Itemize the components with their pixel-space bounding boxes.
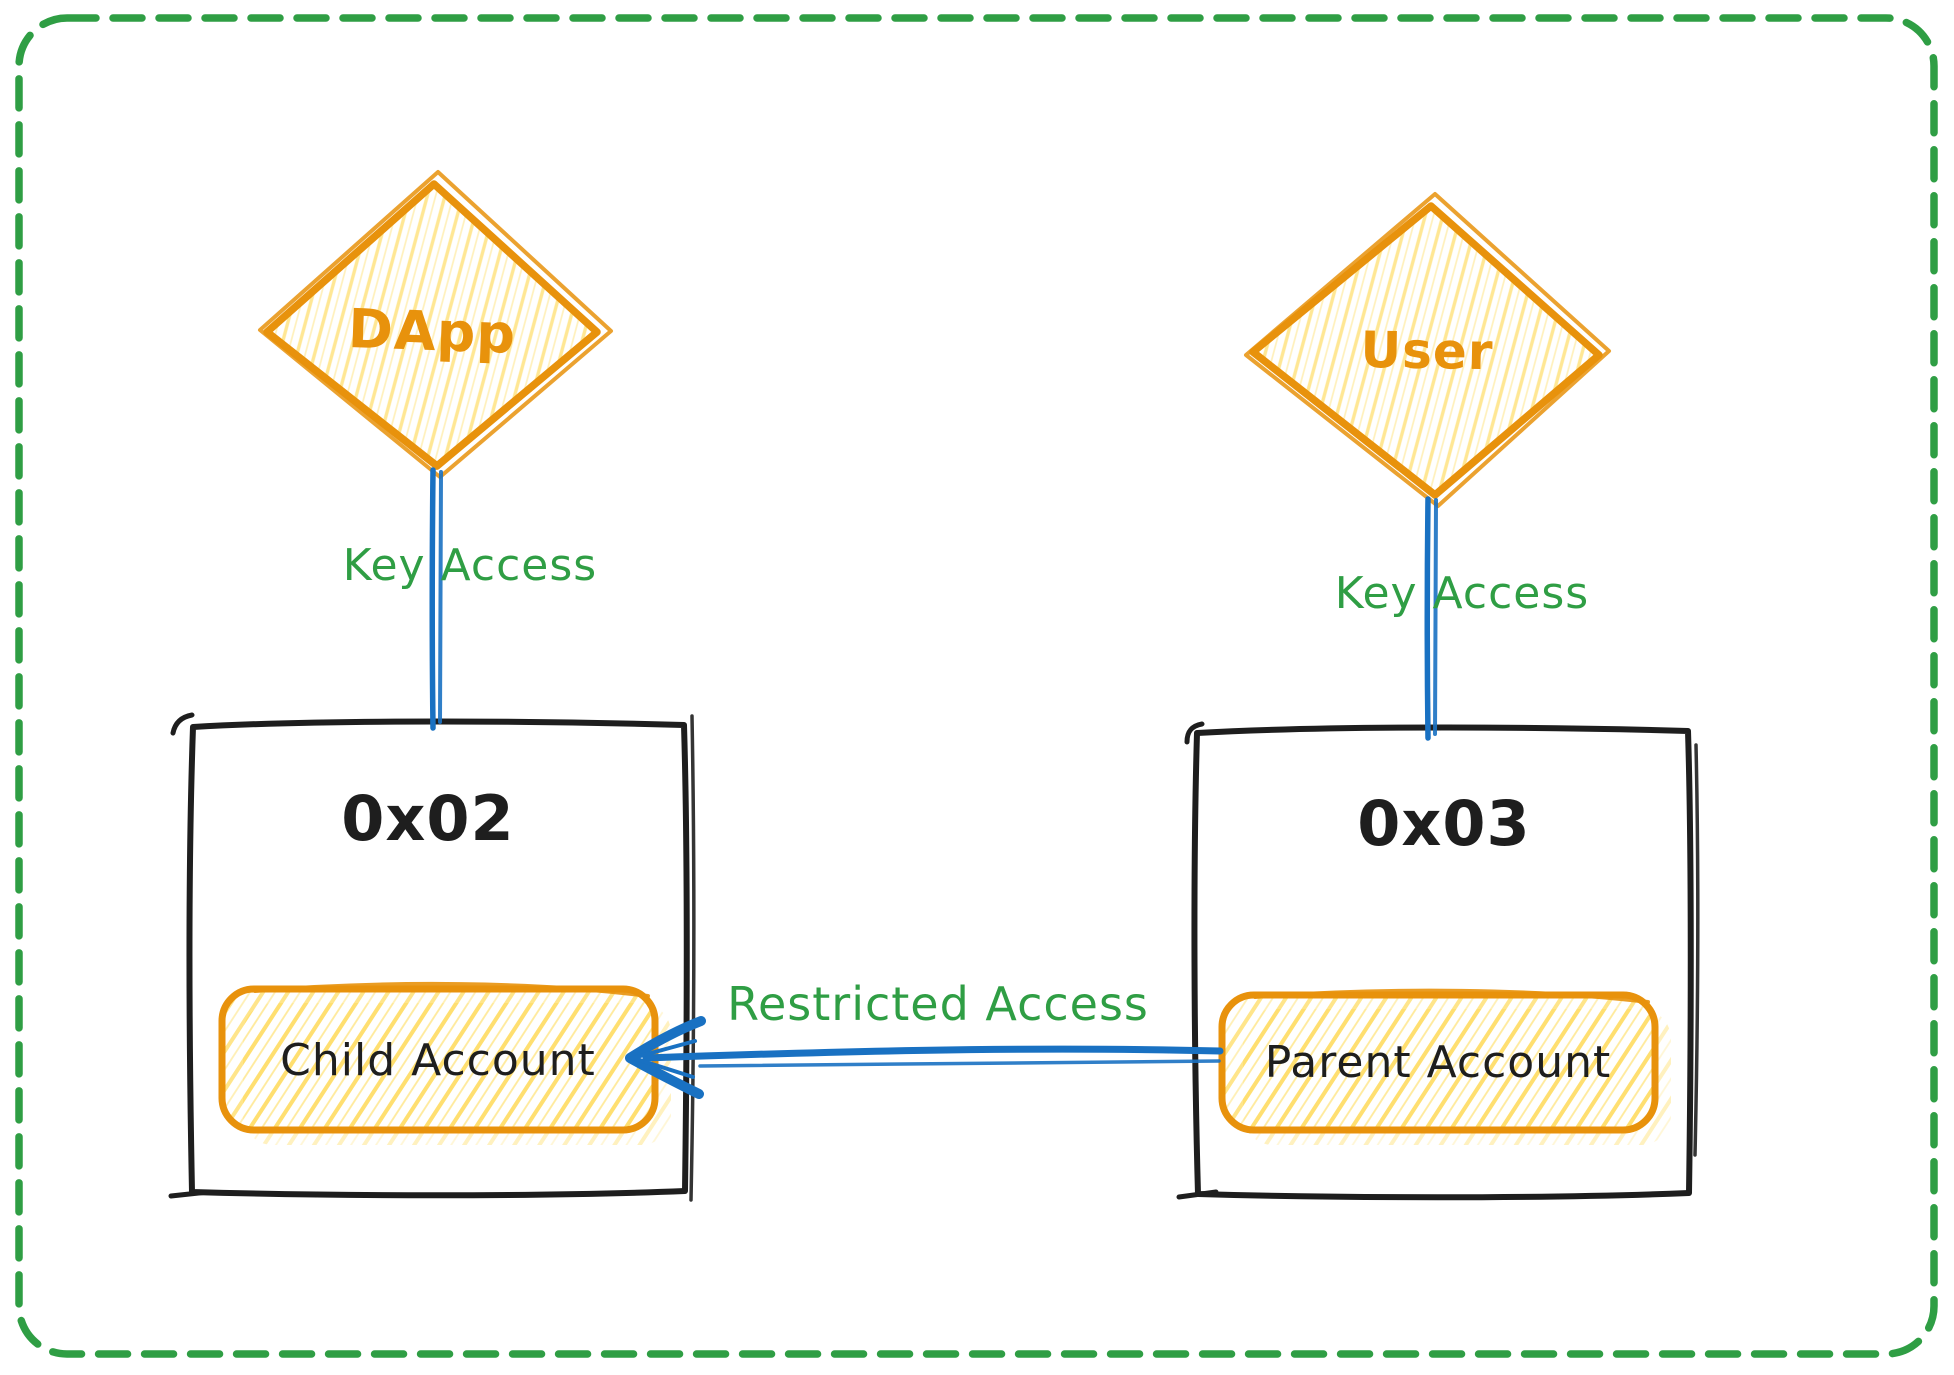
parent-account-pill-shape — [1218, 991, 1659, 1134]
account-0x02-box-sketch-stroke — [689, 714, 696, 1202]
dapp-label: DApp — [347, 297, 517, 366]
account-0x03-box-corner-tick — [1176, 721, 1219, 1200]
parent-account-label: Parent Account — [1265, 1037, 1612, 1088]
user-diamond-sketch-stroke — [1244, 192, 1611, 508]
user-key-access-line — [1424, 496, 1431, 741]
account-0x02-label: 0x02 — [341, 782, 514, 855]
restricted-access-arrowhead-icon — [625, 1016, 706, 1099]
user-diamond-node: User — [1244, 192, 1611, 508]
account-0x02-box-corner-tick — [168, 712, 211, 1199]
user-key-access-label: Key Access — [1335, 568, 1589, 619]
dapp-key-access-line — [429, 467, 436, 731]
parent-account-pill-sketch-stroke — [1253, 988, 1650, 1004]
restricted-access-edge: Restricted Access — [625, 977, 1224, 1099]
restricted-access-arrowhead-inner — [631, 1039, 697, 1079]
account-0x03-box-sketch-stroke — [1693, 743, 1700, 1157]
user-key-access-line-sketch — [1433, 498, 1438, 736]
restricted-access-line-sketch — [698, 1059, 1221, 1068]
account-0x03-label: 0x03 — [1357, 787, 1530, 860]
user-diamond-shape — [1249, 202, 1603, 499]
child-account-label: Child Account — [280, 1035, 596, 1086]
dapp-key-access-label: Key Access — [343, 540, 597, 591]
parent-account-pill-node: Parent Account — [1218, 988, 1671, 1145]
child-account-pill-sketch-stroke — [253, 981, 650, 998]
user-key-access-edge: Key Access — [1335, 496, 1589, 741]
restricted-access-line — [642, 1045, 1224, 1062]
dapp-diamond-node: DApp — [258, 170, 613, 479]
dapp-diamond-shape — [263, 180, 601, 470]
restricted-access-label: Restricted Access — [727, 977, 1149, 1031]
child-account-pill-node: Child Account — [218, 981, 671, 1145]
dapp-key-access-line-sketch — [438, 470, 443, 724]
dashed-frame-border — [15, 14, 1938, 1358]
dapp-key-access-edge: Key Access — [343, 467, 597, 731]
user-label: User — [1360, 321, 1494, 381]
